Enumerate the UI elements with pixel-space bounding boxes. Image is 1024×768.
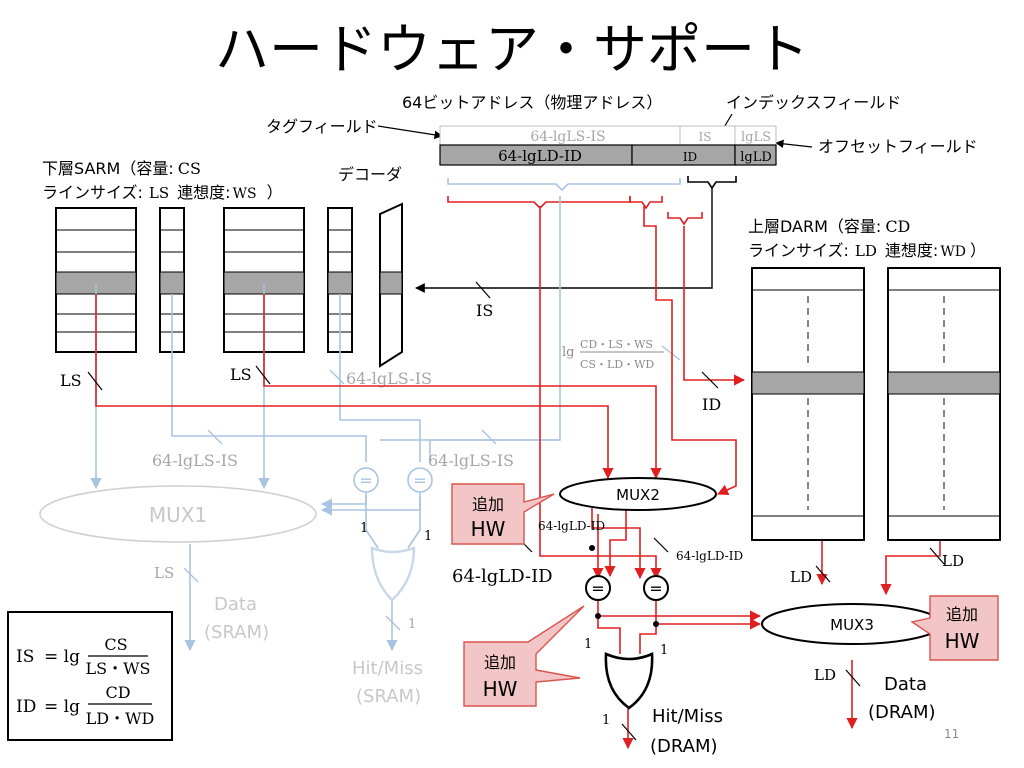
dram-way1-array xyxy=(751,267,865,541)
dram-comparator-2-label: = xyxy=(649,579,662,598)
mux2-label: MUX2 xyxy=(616,486,660,504)
sram-hit-bit-1: 1 xyxy=(360,521,368,536)
offset-field-pointer xyxy=(775,139,813,149)
sram-data-width: LS xyxy=(154,564,174,582)
sram-or-gate xyxy=(370,546,416,602)
sram-tag-signal-2: 64-lgLS-IS xyxy=(428,451,514,470)
dram-tag-signal-2: 64-lgLD-ID xyxy=(676,549,743,563)
dram-comparator-2: = xyxy=(643,575,669,601)
formula-box: IS = lg CS LS・WS ID = lg CD LD・WD xyxy=(7,611,173,741)
upper-cache-line1: 上層DARM（容量:CD xyxy=(748,217,910,236)
index-ratio-label: lg CD・LS・WS CS・LD・WD xyxy=(562,338,664,371)
formula-is-den: LS・WS xyxy=(86,659,151,678)
tag-field-label: タグフィールド xyxy=(266,117,378,136)
slide-title: ハードウェア・サポート xyxy=(215,18,809,81)
callout-3-line1: 追加 xyxy=(946,605,978,624)
dram-hit-output-2: (DRAM) xyxy=(650,736,718,757)
ratio-denominator: CS・LD・WD xyxy=(580,358,654,371)
dram-data-output-1: Data xyxy=(884,674,927,695)
ls-signal-2: LS xyxy=(230,365,252,384)
lower-cache-line1: 下層SARM（容量:CS xyxy=(42,159,201,178)
formula-id-lhs: ID xyxy=(16,697,36,717)
tag-field-pointer xyxy=(377,125,443,139)
dram-tag-brace xyxy=(447,196,631,210)
id-signal-label: ID xyxy=(702,395,721,414)
sram-index-field: IS xyxy=(699,130,712,144)
sram-index-brace xyxy=(687,176,737,190)
formula-id-num: CD xyxy=(105,683,130,702)
dram-address-row: 64-lgLD-ID ID lgLD xyxy=(439,144,777,166)
address-caption: 64ビットアドレス（物理アドレス） xyxy=(402,93,662,112)
ld-signal-3: LD xyxy=(814,666,836,684)
is-index-line xyxy=(415,188,713,293)
dram-hit-bit-out: 1 xyxy=(602,713,610,728)
sram-data-output-1: Data xyxy=(214,594,257,615)
formula-is-num: CS xyxy=(104,635,127,654)
dram-hit-bit-1: 1 xyxy=(584,637,592,652)
sram-tag-signal-1: 64-lgLS-IS xyxy=(152,451,238,470)
sram-comparator-2-label: = xyxy=(413,471,426,490)
callout-1-line1: 追加 xyxy=(472,495,504,514)
mux1-label: MUX1 xyxy=(149,503,207,527)
sram-data-output-2: (SRAM) xyxy=(204,622,269,643)
dram-or-gate xyxy=(604,652,654,710)
dram-index-brace-b xyxy=(667,212,703,226)
formula-is-lhs: IS xyxy=(16,647,34,667)
sram-tag-signal-3: 64-lgLS-IS xyxy=(346,369,432,388)
ratio-numerator: CD・LS・WS xyxy=(580,338,653,351)
sram-hit-output-1: Hit/Miss xyxy=(352,658,423,679)
callout-added-hw-2: 追加 HW xyxy=(463,605,585,707)
dram-comparator-1-label: = xyxy=(591,579,604,598)
ratio-prefix: lg xyxy=(562,345,574,360)
dram-index-field: ID xyxy=(683,150,697,164)
sram-hit-bit-out: 1 xyxy=(408,617,416,632)
is-signal-label: IS xyxy=(476,301,493,320)
formula-id-eq: = lg xyxy=(44,697,80,717)
dram-tag-field: 64-lgLD-ID xyxy=(498,147,582,165)
decoder-label: デコーダ xyxy=(338,165,402,184)
ld-signal-1: LD xyxy=(790,568,812,586)
mux3: MUX3 xyxy=(761,603,943,645)
ld-signal-2: LD xyxy=(942,552,964,570)
mux2: MUX2 xyxy=(559,477,717,511)
mux3-label: MUX3 xyxy=(830,616,874,634)
sram-offset-field: lgLS xyxy=(741,130,771,145)
sram-way2-data-array xyxy=(327,207,353,353)
decoder xyxy=(379,202,403,368)
sram-way1-tag-array xyxy=(55,207,137,353)
dram-tag-signal-1: 64-lgLD-ID xyxy=(538,519,605,533)
sram-comparator-1-label: = xyxy=(359,471,372,490)
callout-added-hw-3: 追加 HW xyxy=(910,595,999,661)
dram-comparator-1: = xyxy=(585,575,611,601)
callout-3-line2: HW xyxy=(945,629,980,653)
sram-comparator-1: = xyxy=(353,467,379,493)
sram-address-row: 64-lgLS-IS IS lgLS xyxy=(439,125,777,146)
callout-added-hw-1: 追加 HW xyxy=(451,483,555,545)
mux1: MUX1 xyxy=(39,485,317,543)
callout-2-line2: HW xyxy=(483,677,518,701)
sram-tag-brace xyxy=(447,178,681,192)
dram-data-output-2: (DRAM) xyxy=(868,702,936,723)
formula-id-den: LD・WD xyxy=(86,709,155,728)
dram-way2-array xyxy=(887,267,1001,541)
sram-hit-output-2: (SRAM) xyxy=(356,686,421,707)
dram-offset-field: lgLD xyxy=(740,150,772,165)
ls-signal-1: LS xyxy=(60,371,82,390)
dram-tag-signal-3: 64-lgLD-ID xyxy=(452,566,553,587)
dram-index-brace-a xyxy=(629,196,663,210)
sram-comparator-2: = xyxy=(407,467,433,493)
dram-hit-output-1: Hit/Miss xyxy=(652,706,723,727)
sram-tag-field: 64-lgLS-IS xyxy=(530,129,605,145)
index-field-label: インデックスフィールド xyxy=(726,93,901,112)
callout-1-line2: HW xyxy=(471,517,506,541)
sram-hit-bit-2: 1 xyxy=(424,529,432,544)
page-number: 11 xyxy=(944,727,959,741)
dram-hit-bit-2: 1 xyxy=(660,643,668,658)
offset-field-label: オフセットフィールド xyxy=(818,137,978,156)
formula-is-eq: = lg xyxy=(44,647,80,667)
callout-2-line1: 追加 xyxy=(484,653,516,672)
